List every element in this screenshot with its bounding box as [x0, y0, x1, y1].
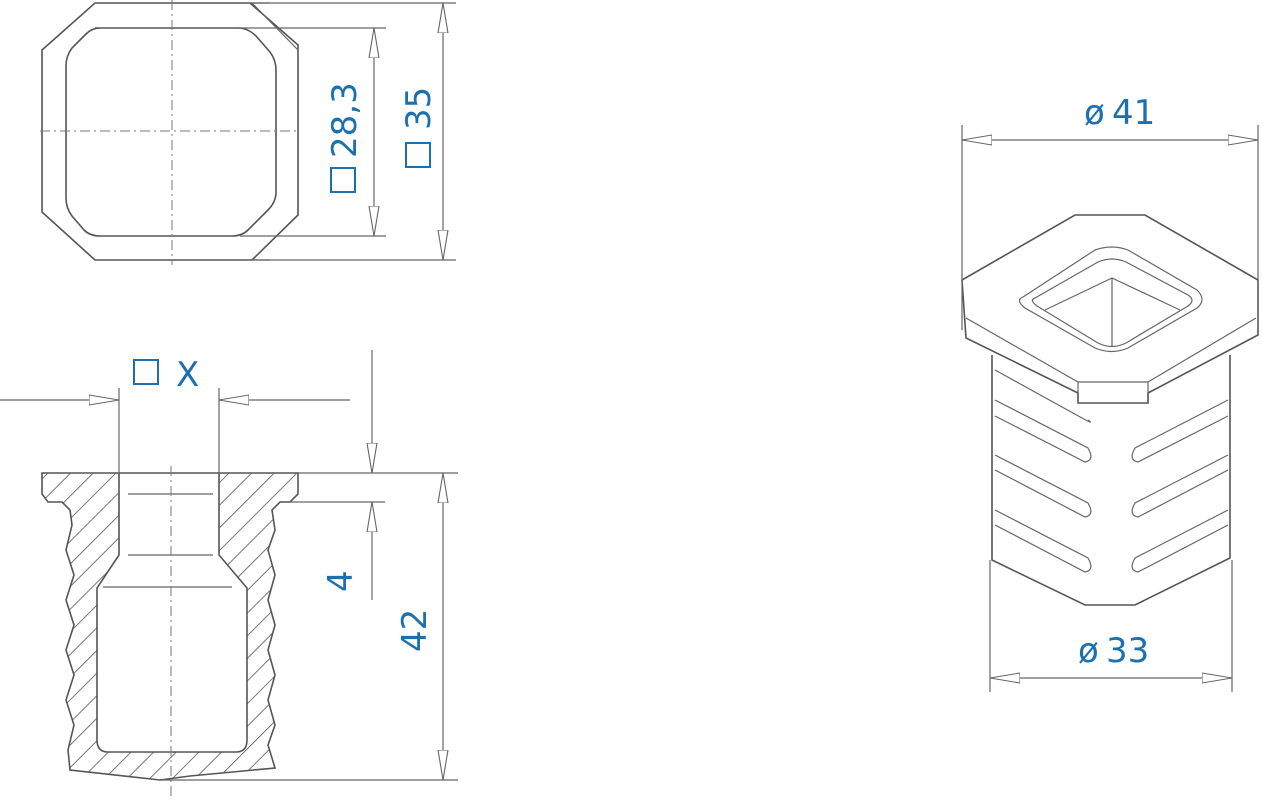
opening-inner	[1031, 258, 1193, 348]
top-view: 28,3 35	[40, 0, 456, 265]
width-dim-label: X	[176, 355, 199, 395]
opening-outer	[1018, 246, 1203, 353]
flange-dim-label: 4	[321, 570, 361, 592]
flange-outline	[961, 214, 1259, 404]
iso-view: ø 41 ø 33	[961, 93, 1259, 692]
height-dim-label: 42	[395, 609, 435, 652]
bottom-dim-symbol: ø	[1078, 631, 1099, 671]
square-symbol-icon	[133, 359, 159, 385]
inner-dim-label: 28,3	[325, 82, 365, 158]
ribs	[994, 369, 1229, 573]
bottom-dim-label: 33	[1106, 631, 1149, 671]
top-dim-label: 41	[1112, 93, 1155, 133]
hatched-section	[41, 472, 299, 781]
flange-edge	[965, 317, 1257, 383]
square-symbol-icon	[330, 167, 356, 193]
outer-dim-label: 35	[399, 87, 439, 130]
opening-depth	[1044, 277, 1181, 346]
top-dim-symbol: ø	[1084, 93, 1105, 133]
flange-edge	[1077, 382, 1149, 393]
square-symbol-icon	[405, 142, 431, 168]
section-view: X 4 42	[0, 350, 458, 800]
body-outline	[991, 355, 1231, 606]
inner-outline	[65, 27, 277, 237]
